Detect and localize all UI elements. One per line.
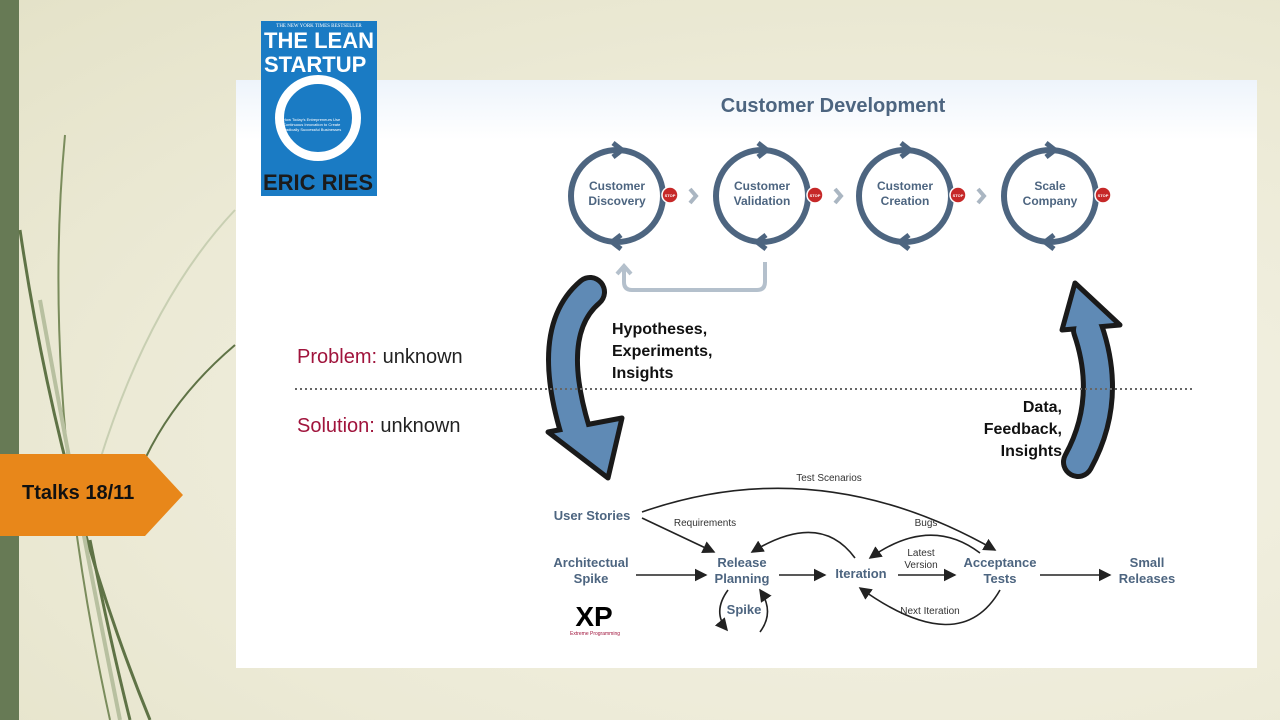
arrow-bugs-acceptance-to-iteration <box>868 534 981 559</box>
stop-sign-icon <box>661 186 679 204</box>
stage-label: Company <box>1023 194 1078 208</box>
svg-text:Extreme Programming: Extreme Programming <box>570 631 620 637</box>
node-small-releases-1: Small <box>1130 555 1165 570</box>
cycle-chevron-top-icon <box>899 141 915 159</box>
stage-label: Customer <box>589 179 645 193</box>
stop-sign-icon <box>1094 186 1112 204</box>
node-spike: Spike <box>727 602 762 617</box>
label-insights: Insights <box>1000 443 1062 460</box>
arrow-bugs-iteration-to-release <box>750 531 856 559</box>
stage-label: Customer <box>734 179 790 193</box>
stop-sign-label: STOP <box>665 193 676 198</box>
edge-test-scenarios: Test Scenarios <box>796 473 862 484</box>
label-hypotheses: Hypotheses, <box>612 321 708 338</box>
node-small-releases-2: Releases <box>1119 571 1175 586</box>
customer-development-title: Customer Development <box>721 95 946 117</box>
stage-label: Creation <box>881 194 930 208</box>
stage-label: Validation <box>734 194 791 208</box>
solution-key: Solution: <box>297 415 375 437</box>
cycle-chevron-bottom-icon <box>1040 233 1056 251</box>
feedback-loop-arrow <box>622 262 767 292</box>
cycle-chevron-top-icon <box>611 141 627 159</box>
arrow-spike-down <box>714 589 729 632</box>
stop-sign-label: STOP <box>953 193 964 198</box>
stage-label: Customer <box>877 179 933 193</box>
cycle-chevron-bottom-icon <box>895 233 911 251</box>
lean-startup-book-cover: THE NEW YORK TIMES BESTSELLER THE LEAN S… <box>261 21 377 196</box>
node-acceptance-tests-1: Acceptance <box>964 555 1037 570</box>
solution-value: unknown <box>374 415 461 437</box>
solution-statement: Solution: unknown <box>297 415 460 438</box>
xp-edges <box>636 487 1112 633</box>
node-release-planning-2: Planning <box>715 571 770 586</box>
problem-statement: Problem: unknown <box>297 346 463 369</box>
arrow-requirements <box>641 517 716 554</box>
problem-value: unknown <box>377 346 463 368</box>
cycle-chevron-top-icon <box>1044 141 1060 159</box>
stage-label: Scale <box>1034 179 1066 193</box>
up-arrow-icon <box>1059 280 1123 479</box>
arrow-spike-up <box>759 588 772 633</box>
left-accent-bar <box>0 0 19 720</box>
node-user-stories: User Stories <box>554 508 631 523</box>
problem-key: Problem: <box>297 346 378 368</box>
stop-sign-label: STOP <box>1098 193 1109 198</box>
stop-sign-icon <box>949 186 967 204</box>
date-banner <box>0 454 183 536</box>
arrow-test-scenarios <box>641 487 997 551</box>
down-arrow-label: Hypotheses, Experiments, Insights <box>612 319 712 385</box>
label-insights: Insights <box>612 365 674 382</box>
cycle-chevron-bottom-icon <box>607 233 623 251</box>
arrow-next-iteration <box>858 587 1001 626</box>
node-arch-spike-1: Architectual <box>553 555 628 570</box>
stop-sign-label: STOP <box>810 193 821 198</box>
label-experiments: Experiments, <box>612 343 713 360</box>
enso-circle <box>275 75 361 161</box>
down-arrow-icon <box>545 275 625 481</box>
book-subtitle: How Today's Entrepreneurs Use Continuous… <box>283 117 342 132</box>
edge-latest-version-2: Version <box>904 560 937 571</box>
book-title: THE LEAN STARTUP <box>264 28 374 77</box>
banner-label: Ttalks 18/11 <box>22 482 135 504</box>
book-banner: THE NEW YORK TIMES BESTSELLER <box>276 24 362 29</box>
next-stage-chevron-icon <box>688 187 699 205</box>
edge-bugs: Bugs <box>915 518 938 529</box>
next-stage-chevron-icon <box>833 187 844 205</box>
up-arrow-label: Data, Feedback, Insights <box>940 397 1062 463</box>
cycle-chevron-bottom-icon <box>752 233 768 251</box>
stage-label: Discovery <box>588 194 646 208</box>
stop-sign-icon <box>806 186 824 204</box>
cycle-chevron-top-icon <box>756 141 772 159</box>
node-acceptance-tests-2: Tests <box>984 571 1017 586</box>
node-release-planning-1: Release <box>717 555 766 570</box>
node-arch-spike-2: Spike <box>574 571 609 586</box>
edge-next-iteration: Next Iteration <box>900 606 959 617</box>
label-data: Data, <box>1022 399 1062 416</box>
node-iteration: Iteration <box>835 566 886 581</box>
xp-logo: XP Extreme Programming <box>568 601 622 637</box>
label-feedback: Feedback, <box>983 421 1062 438</box>
feedback-loop-arrowhead <box>615 262 633 276</box>
edge-requirements: Requirements <box>674 518 736 529</box>
edge-latest-version-1: Latest <box>907 548 934 559</box>
book-author: ERIC RIES <box>263 170 374 195</box>
next-stage-chevron-icon <box>976 187 987 205</box>
svg-text:XP: XP <box>575 601 612 632</box>
